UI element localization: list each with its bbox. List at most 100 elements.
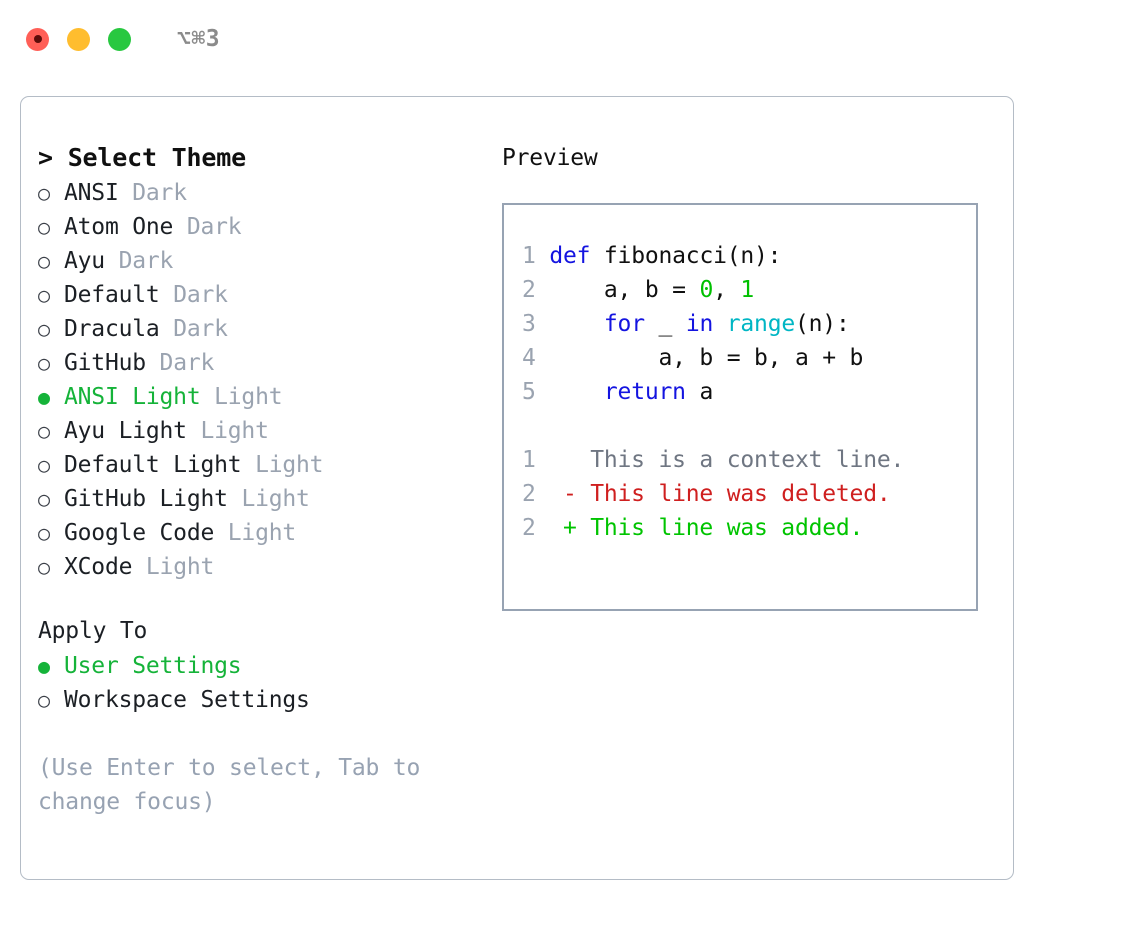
line-number: 1 bbox=[522, 447, 536, 473]
radio-unselected-icon[interactable]: ○ bbox=[38, 181, 50, 205]
line-number: 2 bbox=[522, 481, 536, 507]
line-number: 5 bbox=[522, 379, 536, 405]
theme-variant-tag: Light bbox=[145, 554, 215, 580]
code-token bbox=[549, 379, 604, 405]
code-token: a, b = b, a + b bbox=[549, 345, 864, 371]
theme-variant-tag: Dark bbox=[173, 282, 228, 308]
code-token bbox=[549, 311, 604, 337]
code-token: for bbox=[603, 311, 645, 337]
minimize-button[interactable] bbox=[67, 27, 90, 51]
radio-unselected-icon[interactable]: ○ bbox=[38, 215, 50, 239]
radio-selected-icon[interactable]: ● bbox=[38, 654, 50, 678]
theme-name: XCode bbox=[64, 554, 133, 580]
code-token: 1 bbox=[740, 277, 755, 303]
diff-text: This is a context line. bbox=[535, 447, 905, 473]
code-token: a bbox=[685, 379, 714, 405]
apply-to-header: Apply To bbox=[38, 618, 148, 644]
apply-to-label: Workspace Settings bbox=[64, 687, 310, 713]
apply-to-item[interactable]: ○ Workspace Settings bbox=[38, 683, 498, 717]
code-line: 2 a, b = 0, 1 bbox=[522, 273, 976, 307]
radio-unselected-icon[interactable]: ○ bbox=[38, 453, 50, 477]
theme-name: Ayu Light bbox=[64, 418, 187, 444]
close-button[interactable] bbox=[26, 27, 49, 51]
theme-list-item[interactable]: ○ GitHub Dark bbox=[38, 346, 498, 380]
select-theme-header: > Select Theme bbox=[38, 143, 246, 172]
theme-name: Default bbox=[64, 282, 160, 308]
theme-variant-tag: Light bbox=[241, 486, 310, 512]
line-number: 2 bbox=[522, 277, 536, 303]
radio-unselected-icon[interactable]: ○ bbox=[38, 317, 50, 341]
radio-unselected-icon[interactable]: ○ bbox=[38, 688, 50, 712]
preview-title: Preview bbox=[502, 145, 598, 171]
radio-unselected-icon[interactable]: ○ bbox=[38, 419, 50, 443]
window-controls bbox=[26, 27, 131, 51]
code-token: in bbox=[685, 311, 714, 337]
theme-variant-tag: Light bbox=[200, 418, 269, 444]
theme-list-item[interactable]: ○ GitHub Light Light bbox=[38, 482, 498, 516]
code-token: return bbox=[603, 379, 686, 405]
line-number: 4 bbox=[522, 345, 536, 371]
theme-name: Google Code bbox=[64, 520, 215, 546]
radio-unselected-icon[interactable]: ○ bbox=[38, 351, 50, 375]
radio-selected-icon[interactable]: ● bbox=[38, 385, 50, 409]
theme-list-item[interactable]: ○ XCode Light bbox=[38, 550, 498, 584]
theme-list-item[interactable]: ○ Atom One Dark bbox=[38, 210, 498, 244]
theme-name: GitHub bbox=[64, 350, 146, 376]
code-line: 1 def fibonacci(n): bbox=[522, 239, 976, 273]
theme-variant-tag: Dark bbox=[118, 248, 174, 274]
theme-name: Atom One bbox=[64, 214, 174, 240]
line-number: 1 bbox=[522, 243, 536, 269]
code-token: fibonacci(n): bbox=[590, 243, 782, 269]
apply-to-item[interactable]: ● User Settings bbox=[38, 649, 498, 683]
apply-to-list[interactable]: ● User Settings ○ Workspace Settings bbox=[38, 649, 498, 717]
theme-name: GitHub Light bbox=[64, 486, 228, 512]
code-token: def bbox=[549, 243, 591, 269]
theme-name: Default Light bbox=[64, 452, 242, 478]
diff-line: 2 + This line was added. bbox=[522, 511, 976, 545]
code-token: 0 bbox=[699, 277, 714, 303]
diff-line: 1 This is a context line. bbox=[522, 443, 976, 477]
theme-list-item[interactable]: ○ Default Light Light bbox=[38, 448, 498, 482]
apply-to-section: Apply To ● User Settings ○ Workspace Settin… bbox=[38, 614, 498, 717]
preview-column: Preview 1 def fibonacci(n):2 a, b = 0, 1… bbox=[502, 141, 992, 611]
radio-unselected-icon[interactable]: ○ bbox=[38, 521, 50, 545]
radio-unselected-icon[interactable]: ○ bbox=[38, 487, 50, 511]
theme-variant-tag: Light bbox=[255, 452, 324, 478]
theme-variant-tag: Dark bbox=[159, 350, 215, 376]
theme-variant-tag: Dark bbox=[173, 316, 228, 342]
code-token: _ bbox=[644, 311, 686, 337]
line-number: 3 bbox=[522, 311, 536, 337]
theme-name: Ayu bbox=[64, 248, 105, 274]
radio-unselected-icon[interactable]: ○ bbox=[38, 283, 50, 307]
theme-name: ANSI Light bbox=[64, 384, 201, 410]
theme-variant-tag: Dark bbox=[186, 214, 242, 240]
radio-unselected-icon[interactable]: ○ bbox=[38, 249, 50, 273]
apply-to-label: User Settings bbox=[64, 653, 242, 679]
theme-list-item[interactable]: ○ Ayu Dark bbox=[38, 244, 498, 278]
code-token: range bbox=[726, 311, 796, 337]
line-number: 2 bbox=[522, 515, 536, 541]
code-token bbox=[713, 311, 727, 337]
diff-text: - This line was deleted. bbox=[535, 481, 891, 507]
radio-unselected-icon[interactable]: ○ bbox=[38, 555, 50, 579]
diff-line: 2 - This line was deleted. bbox=[522, 477, 976, 511]
code-line: 3 for _ in range(n): bbox=[522, 307, 976, 341]
keyboard-shortcut-label: ⌥⌘3 bbox=[177, 26, 221, 52]
diff-text: + This line was added. bbox=[535, 515, 864, 541]
code-line: 4 a, b = b, a + b bbox=[522, 341, 976, 375]
maximize-button[interactable] bbox=[108, 27, 131, 51]
code-line: 5 return a bbox=[522, 375, 976, 409]
theme-list-item[interactable]: ○ Default Dark bbox=[38, 278, 498, 312]
theme-list-item[interactable]: ○ Ayu Light Light bbox=[38, 414, 498, 448]
keyboard-hint: (Use Enter to select, Tab to change focu… bbox=[38, 755, 421, 815]
